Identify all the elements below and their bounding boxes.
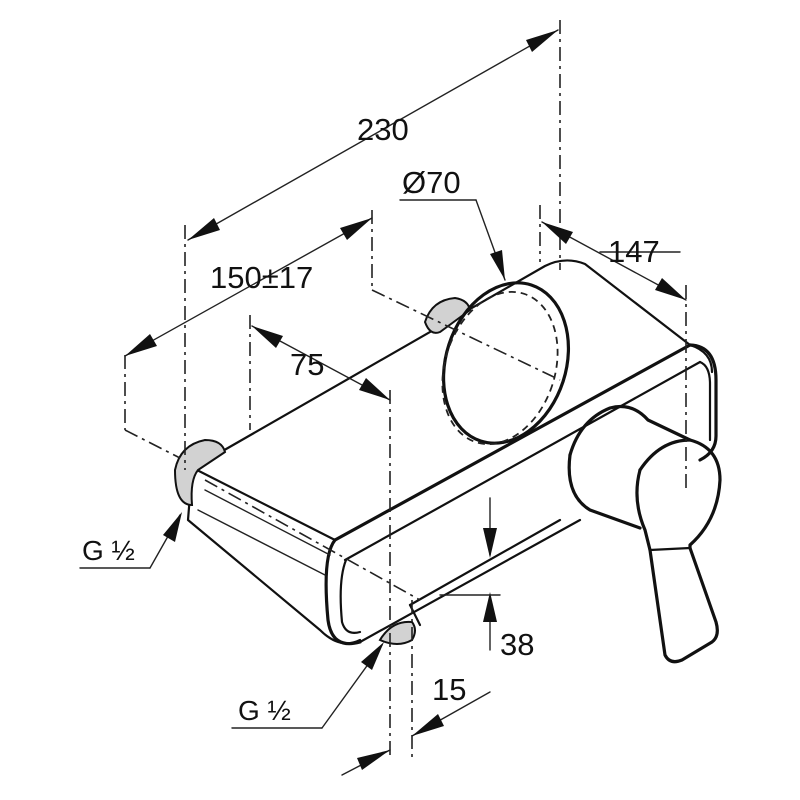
dimension-147: 147 <box>541 221 687 301</box>
dimension-75: 75 <box>251 325 391 401</box>
lever-handle <box>567 404 722 664</box>
dimension-38: 38 <box>439 497 534 662</box>
dim-230-label: 230 <box>357 112 409 147</box>
dim-150-label: 150±17 <box>210 260 313 295</box>
thread-label-left: G ½ <box>82 535 135 566</box>
dimension-15: 15 <box>341 672 491 776</box>
dim-38-label: 38 <box>500 627 534 662</box>
dimension-230: 230 <box>187 29 559 241</box>
dimension-diameter-70: Ø70 <box>399 165 506 281</box>
dimension-150: 150±17 <box>124 217 373 357</box>
outlet-connector <box>378 620 416 645</box>
dim-147-label: 147 <box>608 234 660 269</box>
inlet-connector-left <box>173 438 227 507</box>
rosette-outline <box>441 281 571 446</box>
thread-label-bottom: G ½ <box>238 695 291 726</box>
dim-diameter-label: Ø70 <box>402 165 461 200</box>
callout-thread-left: G ½ <box>79 512 182 569</box>
inlet-connector-back <box>423 296 472 334</box>
callout-thread-bottom: G ½ <box>231 642 384 729</box>
dim-15-label: 15 <box>432 672 466 707</box>
dim-75-label: 75 <box>290 347 324 382</box>
